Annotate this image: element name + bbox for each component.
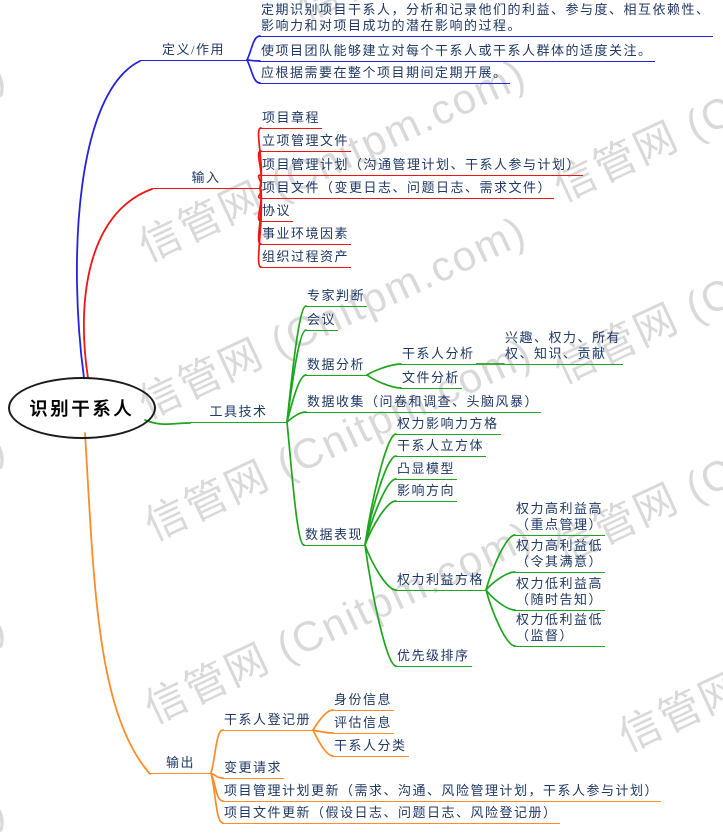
central-topic: 识别干系人	[8, 377, 156, 439]
rep-salience-model: 凸显模型	[395, 461, 458, 480]
register-assessment-info: 评估信息	[332, 715, 395, 734]
input-agreements: 协议	[260, 203, 294, 222]
rep-prioritization: 优先级排序	[395, 648, 472, 667]
rep-power-influence-grid: 权力影响力方格	[395, 416, 501, 435]
branch-definition-label: 定义/作用	[140, 42, 247, 61]
branch-tools-label: 工具技术	[190, 404, 287, 423]
def-item-process: 定期识别项目干系人，分析和记录他们的利益、参与度、相互依赖性、 影响力和对项目成…	[259, 2, 713, 37]
quadrant-low-low: 权力低利益低 （监督）	[514, 612, 606, 647]
input-project-charter: 项目章程	[260, 110, 323, 129]
branch-outputs-label: 输出	[150, 755, 211, 774]
rep-direction-of-influence: 影响方向	[395, 483, 458, 502]
input-pm-plan: 项目管理计划（沟通管理计划、干系人参与计划）	[260, 157, 584, 176]
def-item-attention: 使项目团队能够建立对每个干系人或干系人群体的适度关注。	[259, 43, 655, 62]
rep-stakeholder-cube: 干系人立方体	[395, 438, 487, 457]
tool-data-gathering: 数据收集（问卷和调查、头脑风暴）	[305, 394, 542, 413]
input-initiation-docs: 立项管理文件	[260, 133, 352, 152]
input-eef: 事业环境因素	[260, 226, 352, 245]
output-stakeholder-register-label: 干系人登记册	[222, 712, 314, 731]
register-classification: 干系人分类	[332, 738, 409, 757]
tool-document-analysis: 文件分析	[400, 370, 463, 389]
tool-expert-judgment: 专家判断	[305, 288, 368, 307]
quadrant-high-high: 权力高利益高 （重点管理）	[514, 501, 606, 536]
tool-stakeholder-analysis-detail: 兴趣、权力、所有 权、知识、贡献	[503, 330, 624, 365]
central-topic-label: 识别干系人	[29, 399, 135, 419]
tool-meetings: 会议	[305, 312, 339, 331]
quadrant-high-low: 权力高利益低 （令其满意）	[514, 538, 606, 573]
output-project-doc-updates: 项目文件更新（假设日志、问题日志、风险登记册）	[222, 805, 560, 824]
output-change-requests: 变更请求	[222, 760, 285, 779]
branch-inputs-label: 输入	[152, 170, 260, 189]
tool-data-analysis-label: 数据分析	[305, 357, 368, 376]
register-identity-info: 身份信息	[332, 692, 395, 711]
tool-stakeholder-analysis: 干系人分析	[400, 346, 477, 365]
tool-data-representation-label: 数据表现	[303, 527, 366, 546]
output-pm-plan-updates: 项目管理计划更新（需求、沟通、风险管理计划，干系人参与计划）	[222, 783, 662, 802]
quadrant-low-high: 权力低利益高 （随时告知）	[514, 576, 606, 611]
def-item-frequency: 应根据需要在整个项目期间定期开展。	[259, 65, 510, 84]
rep-power-interest-grid-label: 权力利益方格	[395, 572, 487, 591]
input-opa: 组织过程资产	[260, 249, 352, 268]
input-project-docs: 项目文件（变更日志、问题日志、需求文件）	[260, 180, 555, 199]
